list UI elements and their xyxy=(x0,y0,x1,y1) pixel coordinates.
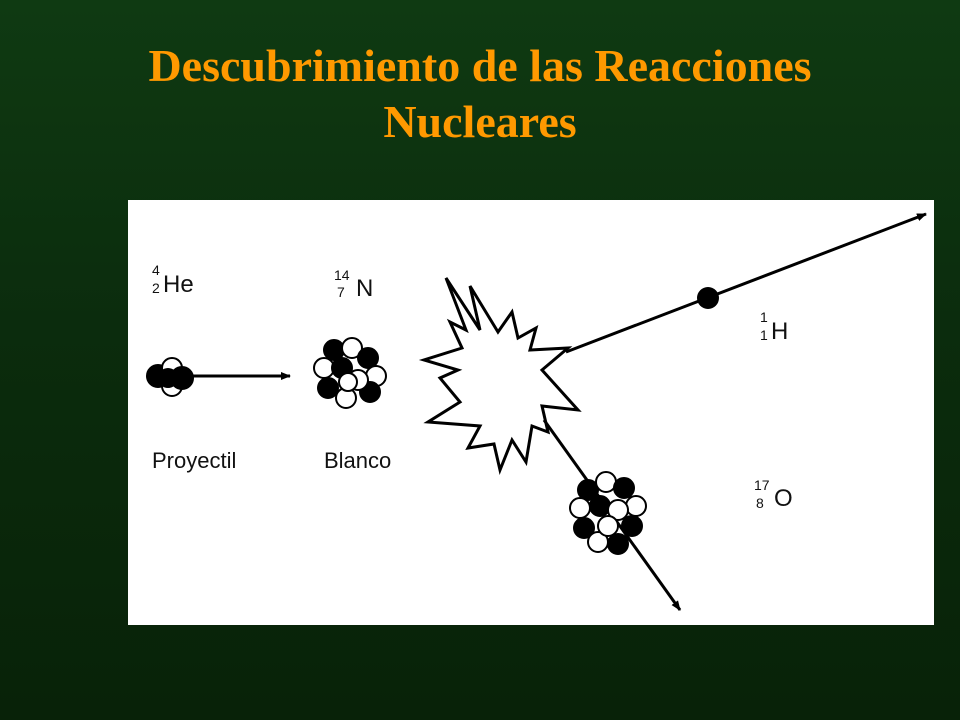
projectile-atomic-number: 2 xyxy=(152,280,160,296)
proton-atomic-number: 1 xyxy=(760,327,768,343)
reaction-diagram: 4 2 He 14 7 N 1 1 H 17 8 O Proyectil Bla… xyxy=(128,200,934,625)
proton-mass-number: 1 xyxy=(760,309,768,325)
target-atomic-number: 7 xyxy=(337,284,345,300)
oxygen-atomic-number: 8 xyxy=(756,495,764,511)
target-symbol: N xyxy=(356,275,373,302)
oxygen-mass-number: 17 xyxy=(754,477,770,493)
oxygen-symbol: O xyxy=(774,485,793,512)
projectile-mass-number: 4 xyxy=(152,262,160,278)
collision-burst-icon xyxy=(418,277,582,476)
proton-arrow xyxy=(565,212,927,354)
reaction-diagram-svg: 4 2 He 14 7 N 1 1 H 17 8 O Proyectil Bla… xyxy=(146,212,927,611)
slide-title: Descubrimiento de las Reacciones Nuclear… xyxy=(0,38,960,150)
target-mass-number: 14 xyxy=(334,267,350,283)
proton-particle-icon xyxy=(697,287,719,309)
nitrogen-nucleus-icon xyxy=(313,337,387,409)
projectile-symbol: He xyxy=(163,271,194,298)
target-caption: Blanco xyxy=(324,448,391,473)
proton-symbol: H xyxy=(771,318,788,345)
title-line-2: Nucleares xyxy=(383,96,577,147)
oxygen-nucleus-icon xyxy=(569,471,647,555)
projectile-caption: Proyectil xyxy=(152,448,236,473)
helium-nucleus-icon xyxy=(146,357,194,397)
title-line-1: Descubrimiento de las Reacciones xyxy=(148,40,812,91)
